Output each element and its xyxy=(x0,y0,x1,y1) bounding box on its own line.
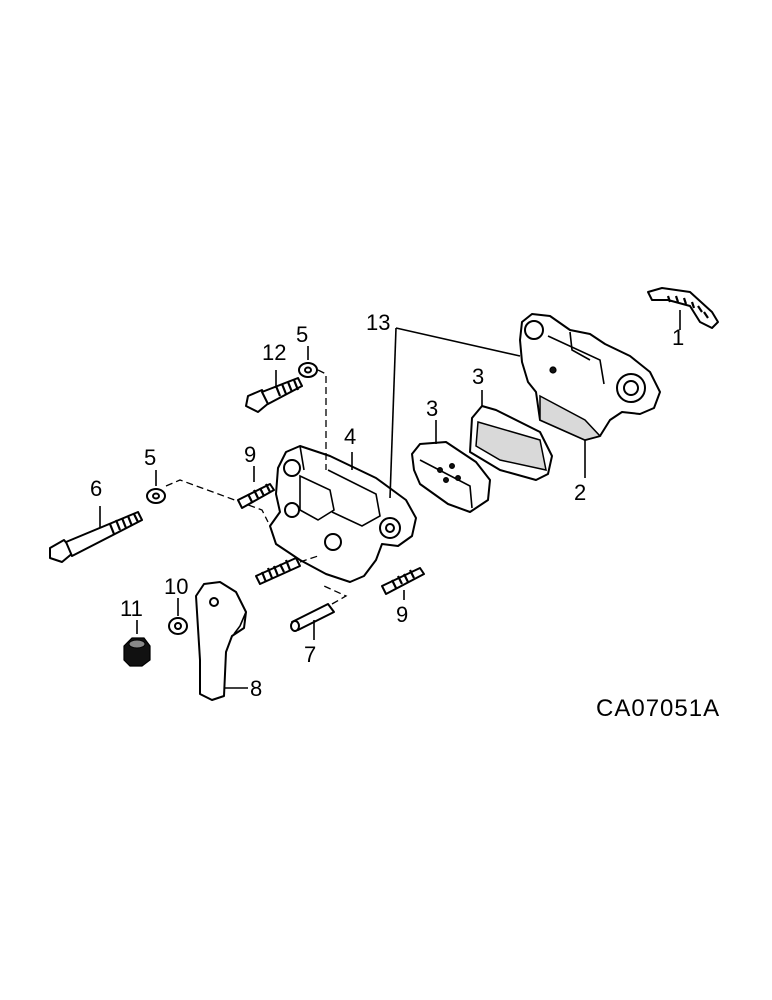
part-11-nut: 11 xyxy=(120,596,151,667)
callout-4: 4 xyxy=(344,424,356,449)
part-12-short-bolt: 12 xyxy=(245,340,303,413)
part-5-washer-lower: 5 xyxy=(144,445,269,523)
part-3-brake-pad-inner: 3 xyxy=(469,364,553,481)
callout-11: 11 xyxy=(120,596,143,621)
callout-3-pad-outer: 3 xyxy=(472,364,484,389)
callout-13: 13 xyxy=(366,310,390,335)
part-2-caliper-housing: 2 xyxy=(519,313,661,505)
callout-9-upper: 9 xyxy=(244,442,256,467)
part-9-guide-pin-lower: 9 xyxy=(381,567,425,627)
part-5-washer-upper: 5 xyxy=(296,322,327,470)
part-8-lever: 8 xyxy=(195,581,262,701)
callout-6: 6 xyxy=(90,476,102,501)
callout-2: 2 xyxy=(574,480,586,505)
callout-12: 12 xyxy=(262,340,286,365)
part-7-pin: 7 xyxy=(290,585,348,667)
part-4-caliper-body: 4 xyxy=(269,424,417,583)
part-3-brake-pad-outer: 3 xyxy=(411,396,491,513)
caliper-stud xyxy=(255,555,319,585)
callout-9-lower: 9 xyxy=(396,602,408,627)
callout-8: 8 xyxy=(250,676,262,701)
callout-1: 1 xyxy=(672,325,684,350)
callout-7: 7 xyxy=(304,642,316,667)
callout-5-lower: 5 xyxy=(144,445,156,470)
callout-3-pad-inner: 3 xyxy=(426,396,438,421)
callout-5-upper: 5 xyxy=(296,322,308,347)
drawing-code: CA07051A xyxy=(596,695,720,722)
part-6-long-bolt: 6 xyxy=(49,476,143,563)
part-1-spring-clip: 1 xyxy=(647,287,719,350)
part-9-guide-pin-upper: 9 xyxy=(237,442,275,509)
callout-10: 10 xyxy=(164,574,188,599)
part-10-washer: 10 xyxy=(164,574,188,635)
part-13-assembly-leader: 13 xyxy=(366,310,521,499)
